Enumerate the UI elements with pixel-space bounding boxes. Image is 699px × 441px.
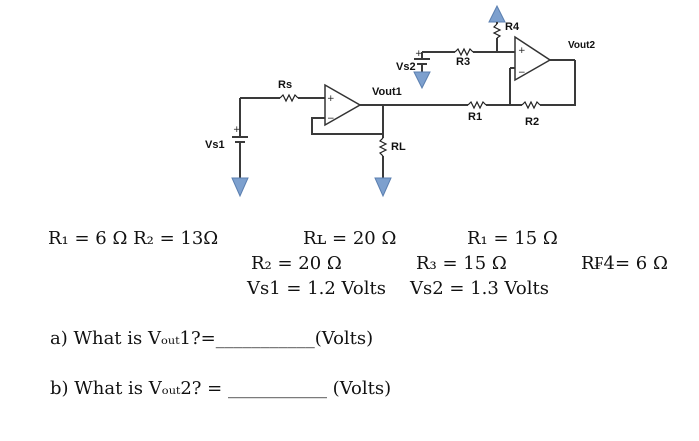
label-r2: R2: [525, 116, 539, 128]
svg-text:−: −: [518, 68, 526, 78]
question-a: a) What is Vₒᵤₜ1?=___________(Volts): [50, 328, 374, 349]
value-r3: R₃ = 15 Ω: [416, 253, 507, 274]
vs1-source: +: [232, 98, 248, 178]
ground-symbol-vs1: [231, 177, 249, 198]
ground-symbol-rl: [374, 177, 392, 198]
label-rs: Rs: [278, 79, 292, 91]
svg-text:+: +: [233, 125, 241, 135]
svg-text:+: +: [415, 49, 423, 59]
label-vout2: Vout2: [568, 40, 595, 51]
resistor-r4: [492, 23, 502, 39]
values-left: R₁ = 6 Ω R₂ = 13Ω: [48, 228, 219, 249]
resistor-r2: [521, 100, 541, 110]
label-vs2: Vs2: [396, 61, 416, 73]
question-b: b) What is Vₒᵤₜ2? = ___________ (Volts): [50, 378, 392, 399]
label-r4: R4: [505, 21, 520, 33]
opamp-2: [514, 35, 552, 82]
value-vs2: Vs2 = 1.3 Volts: [410, 278, 549, 299]
label-r1: R1: [468, 111, 482, 123]
ground-symbol-r4: [488, 4, 506, 23]
resistor-r3: [454, 47, 474, 57]
svg-text:+: +: [518, 46, 526, 56]
svg-text:+: +: [327, 94, 335, 104]
value-rf4: R₣4= 6 Ω: [581, 253, 668, 274]
value-r2: R₂ = 20 Ω: [251, 253, 342, 274]
circuit-diagram: + + − + + − Rs Vs1 Vs2 Vout1 RL R3: [205, 4, 595, 198]
value-vs1: Vs1 = 1.2 Volts: [247, 278, 386, 299]
ground-symbol-vs2: [413, 71, 431, 90]
opamp-1: [324, 83, 362, 127]
value-rl: Rʟ = 20 Ω: [303, 228, 397, 249]
svg-text:−: −: [327, 114, 335, 124]
label-rl: RL: [391, 141, 406, 153]
resistor-rl: [378, 137, 388, 157]
label-r3: R3: [456, 56, 470, 68]
label-vout1: Vout1: [372, 86, 402, 98]
label-vs1: Vs1: [205, 139, 225, 151]
resistor-r1: [467, 100, 487, 110]
value-r1-right: R₁ = 15 Ω: [467, 228, 558, 249]
resistor-rs: [279, 93, 299, 103]
